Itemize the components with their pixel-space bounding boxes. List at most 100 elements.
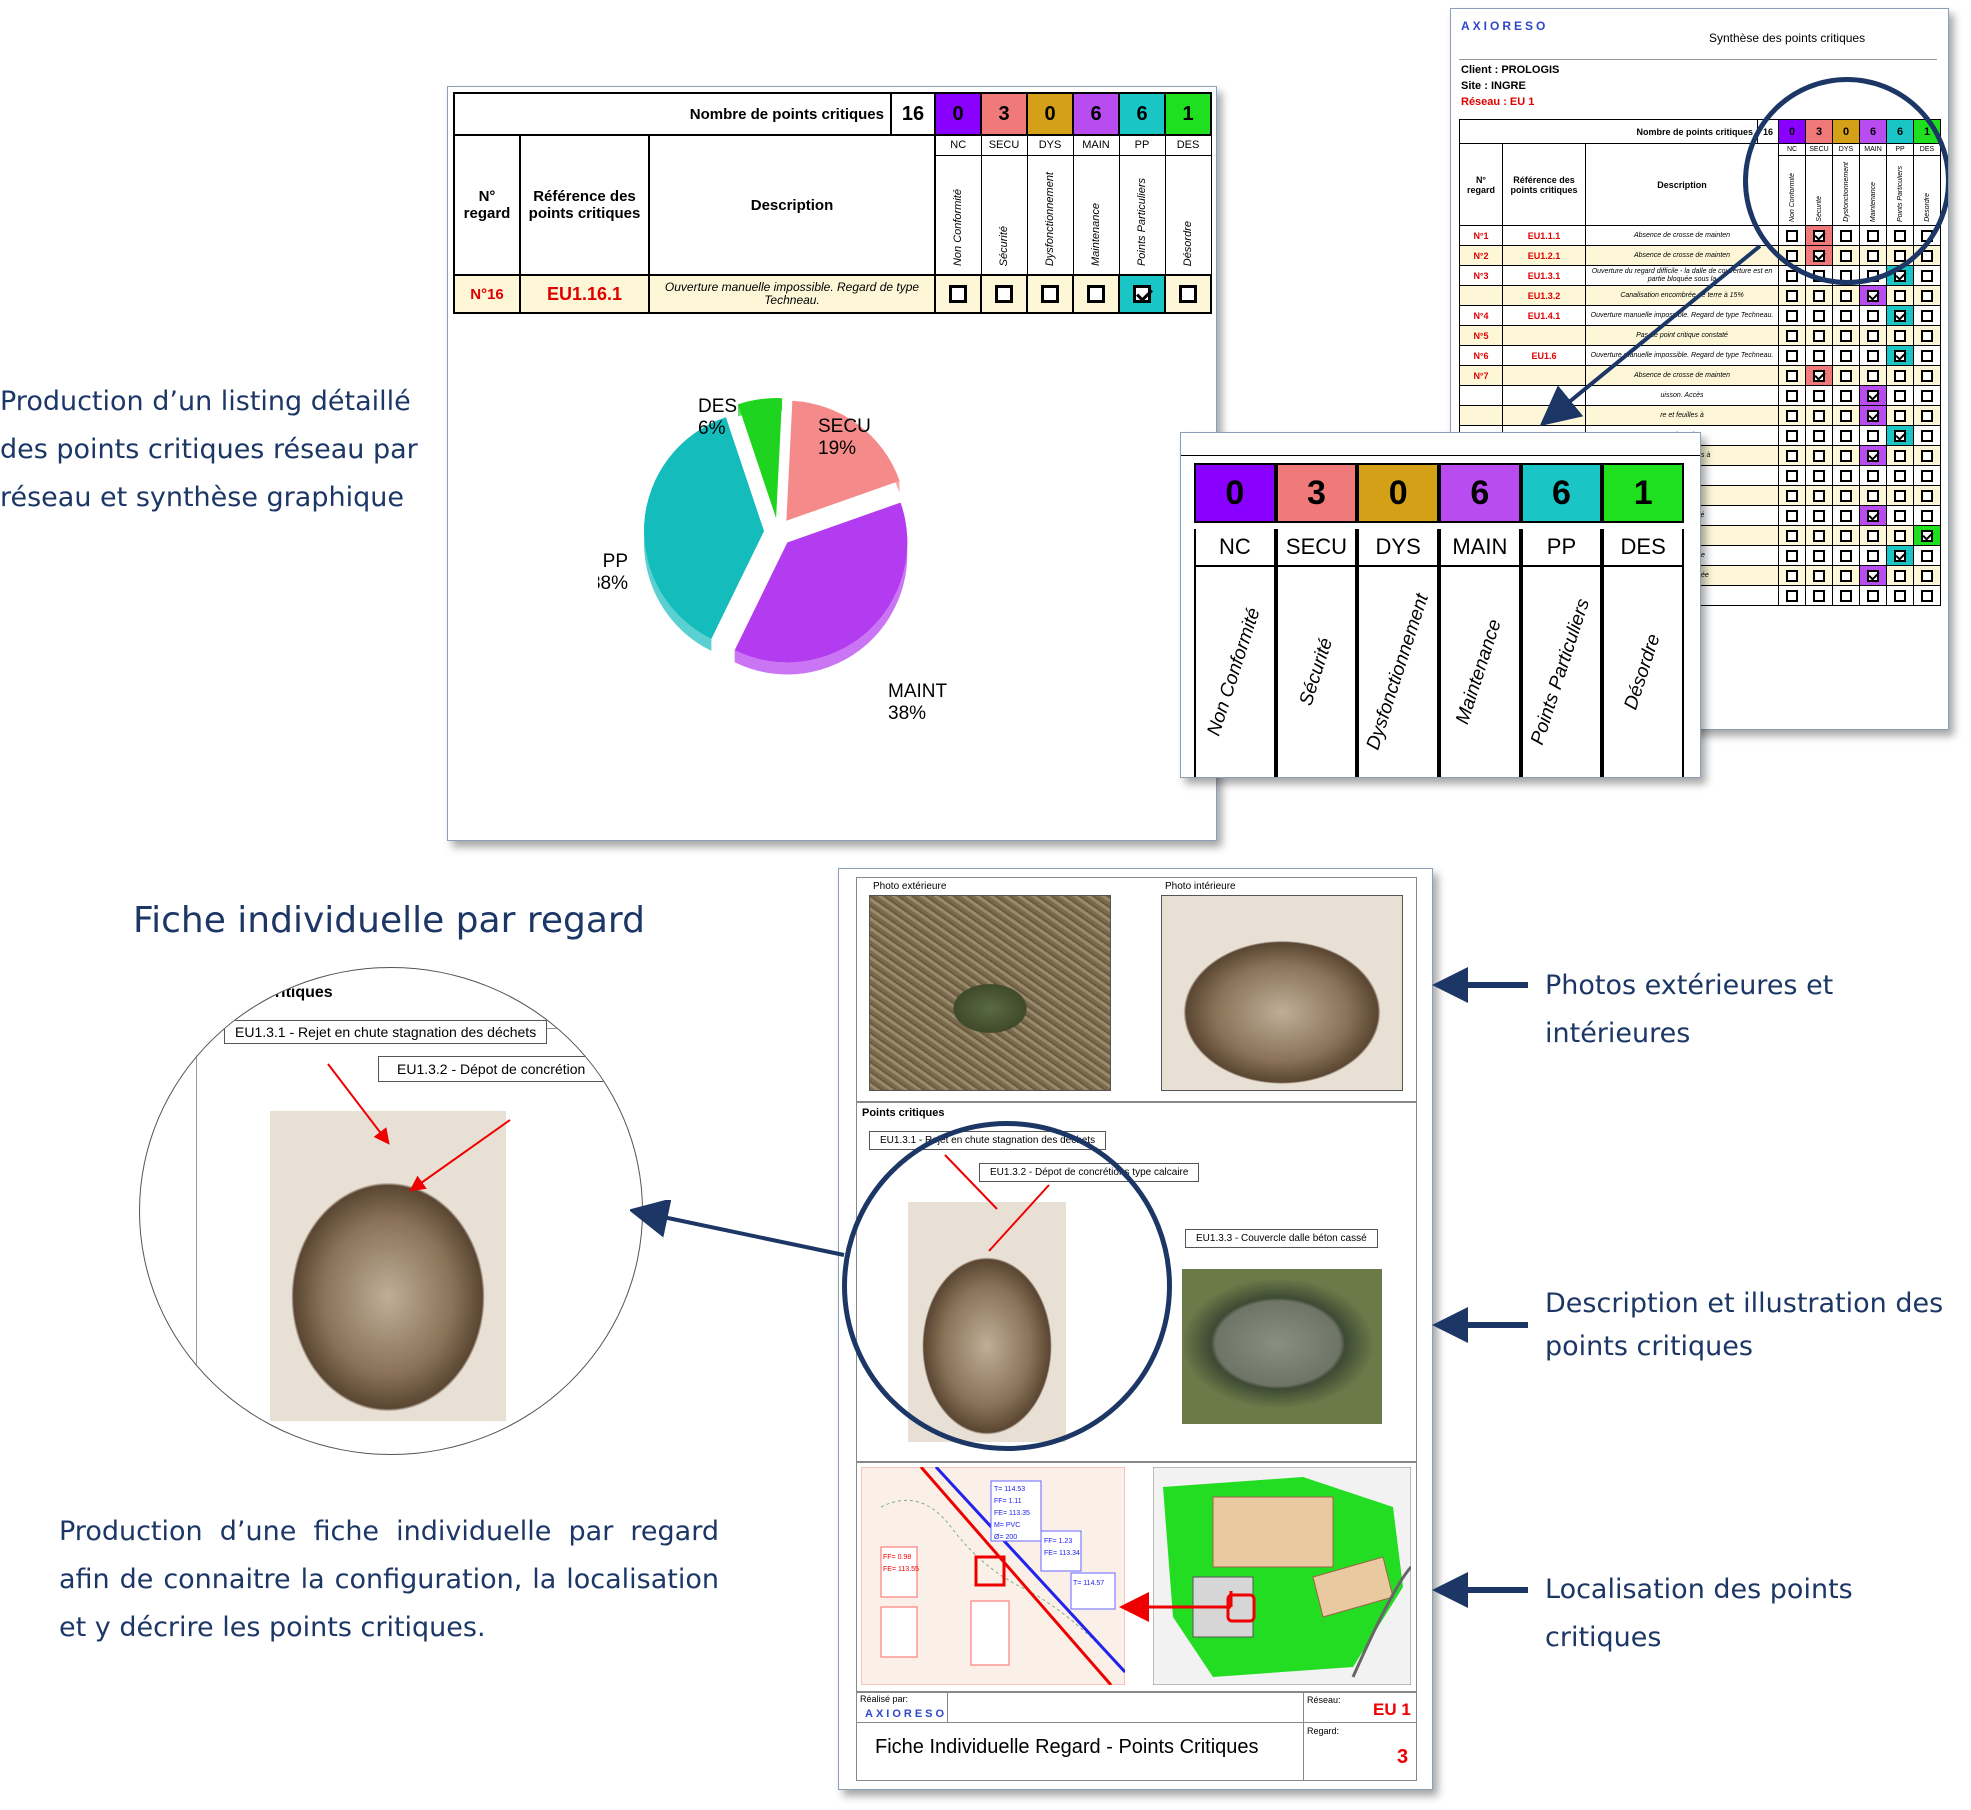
checkbox[interactable] xyxy=(1813,569,1825,582)
checkbox[interactable] xyxy=(1840,489,1852,502)
checkbox[interactable] xyxy=(1921,309,1933,322)
checkbox[interactable] xyxy=(1867,549,1879,562)
checkbox[interactable] xyxy=(1813,389,1825,402)
checkbox[interactable] xyxy=(1786,269,1798,282)
checkbox[interactable] xyxy=(1813,449,1825,462)
checkbox[interactable] xyxy=(1840,289,1852,302)
checkbox[interactable] xyxy=(1041,285,1059,304)
checkbox[interactable] xyxy=(1786,369,1798,382)
checkbox[interactable] xyxy=(1786,389,1798,402)
checkbox[interactable] xyxy=(1786,509,1798,522)
checkbox[interactable] xyxy=(1786,449,1798,462)
checkbox[interactable] xyxy=(1894,469,1906,482)
checkbox[interactable] xyxy=(1786,309,1798,322)
checkbox[interactable] xyxy=(1840,549,1852,562)
checkbox[interactable] xyxy=(1840,509,1852,522)
checkbox[interactable] xyxy=(1840,369,1852,382)
checkbox[interactable] xyxy=(1894,349,1906,362)
checkbox[interactable] xyxy=(1867,349,1879,362)
checkbox[interactable] xyxy=(995,285,1013,304)
checkbox[interactable] xyxy=(1894,309,1906,322)
checkbox[interactable] xyxy=(1840,349,1852,362)
checkbox[interactable] xyxy=(1867,509,1879,522)
checkbox[interactable] xyxy=(1921,449,1933,462)
checkbox[interactable] xyxy=(1813,469,1825,482)
checkbox[interactable] xyxy=(1840,449,1852,462)
checkbox[interactable] xyxy=(1867,409,1879,422)
checkbox[interactable] xyxy=(1813,509,1825,522)
checkbox[interactable] xyxy=(1840,389,1852,402)
checkbox[interactable] xyxy=(1840,589,1852,602)
checkbox[interactable] xyxy=(949,285,967,304)
checkbox[interactable] xyxy=(1813,529,1825,542)
checkbox[interactable] xyxy=(1867,369,1879,382)
checkbox[interactable] xyxy=(1921,289,1933,302)
checkbox[interactable] xyxy=(1894,549,1906,562)
checkbox[interactable] xyxy=(1786,469,1798,482)
checkbox[interactable] xyxy=(1921,569,1933,582)
checkbox[interactable] xyxy=(1840,409,1852,422)
checkbox[interactable] xyxy=(1894,589,1906,602)
checkbox[interactable] xyxy=(1840,329,1852,342)
checkbox[interactable] xyxy=(1894,509,1906,522)
checkbox[interactable] xyxy=(1867,569,1879,582)
checkbox[interactable] xyxy=(1894,369,1906,382)
checkbox[interactable] xyxy=(1921,549,1933,562)
checkbox[interactable] xyxy=(1840,309,1852,322)
checkbox[interactable] xyxy=(1894,289,1906,302)
checkbox[interactable] xyxy=(1921,269,1933,282)
checkbox[interactable] xyxy=(1786,289,1798,302)
checkbox[interactable] xyxy=(1867,389,1879,402)
checkbox[interactable] xyxy=(1813,429,1825,442)
checkbox[interactable] xyxy=(1786,429,1798,442)
checkbox[interactable] xyxy=(1921,389,1933,402)
checkbox[interactable] xyxy=(1813,349,1825,362)
checkbox[interactable] xyxy=(1921,469,1933,482)
checkbox[interactable] xyxy=(1894,429,1906,442)
checkbox[interactable] xyxy=(1867,489,1879,502)
checkbox[interactable] xyxy=(1786,489,1798,502)
checkbox[interactable] xyxy=(1840,469,1852,482)
checkbox[interactable] xyxy=(1921,409,1933,422)
checkbox[interactable] xyxy=(1786,409,1798,422)
checkbox[interactable] xyxy=(1894,269,1906,282)
checkbox[interactable] xyxy=(1786,589,1798,602)
checkbox[interactable] xyxy=(1179,285,1197,304)
checkbox[interactable] xyxy=(1921,489,1933,502)
checkbox[interactable] xyxy=(1786,549,1798,562)
checkbox[interactable] xyxy=(1867,469,1879,482)
checkbox[interactable] xyxy=(1813,489,1825,502)
checkbox[interactable] xyxy=(1921,349,1933,362)
checkbox[interactable] xyxy=(1894,489,1906,502)
checkbox[interactable] xyxy=(1840,429,1852,442)
checkbox[interactable] xyxy=(1867,329,1879,342)
checkbox[interactable] xyxy=(1921,249,1933,262)
checkbox[interactable] xyxy=(1133,285,1151,304)
checkbox[interactable] xyxy=(1867,289,1879,302)
checkbox[interactable] xyxy=(1786,529,1798,542)
checkbox[interactable] xyxy=(1840,569,1852,582)
checkbox[interactable] xyxy=(1867,449,1879,462)
checkbox[interactable] xyxy=(1921,529,1933,542)
checkbox[interactable] xyxy=(1786,329,1798,342)
checkbox[interactable] xyxy=(1813,309,1825,322)
checkbox[interactable] xyxy=(1786,349,1798,362)
checkbox[interactable] xyxy=(1840,529,1852,542)
checkbox[interactable] xyxy=(1921,329,1933,342)
checkbox[interactable] xyxy=(1786,569,1798,582)
checkbox[interactable] xyxy=(1813,589,1825,602)
checkbox[interactable] xyxy=(1894,389,1906,402)
checkbox[interactable] xyxy=(1921,369,1933,382)
checkbox[interactable] xyxy=(1921,589,1933,602)
checkbox[interactable] xyxy=(1867,529,1879,542)
checkbox[interactable] xyxy=(1867,309,1879,322)
checkbox[interactable] xyxy=(1867,589,1879,602)
checkbox[interactable] xyxy=(1921,509,1933,522)
checkbox[interactable] xyxy=(1894,329,1906,342)
checkbox[interactable] xyxy=(1813,329,1825,342)
checkbox[interactable] xyxy=(1867,429,1879,442)
checkbox[interactable] xyxy=(1894,409,1906,422)
checkbox[interactable] xyxy=(1087,285,1105,304)
checkbox[interactable] xyxy=(1894,449,1906,462)
checkbox[interactable] xyxy=(1813,289,1825,302)
